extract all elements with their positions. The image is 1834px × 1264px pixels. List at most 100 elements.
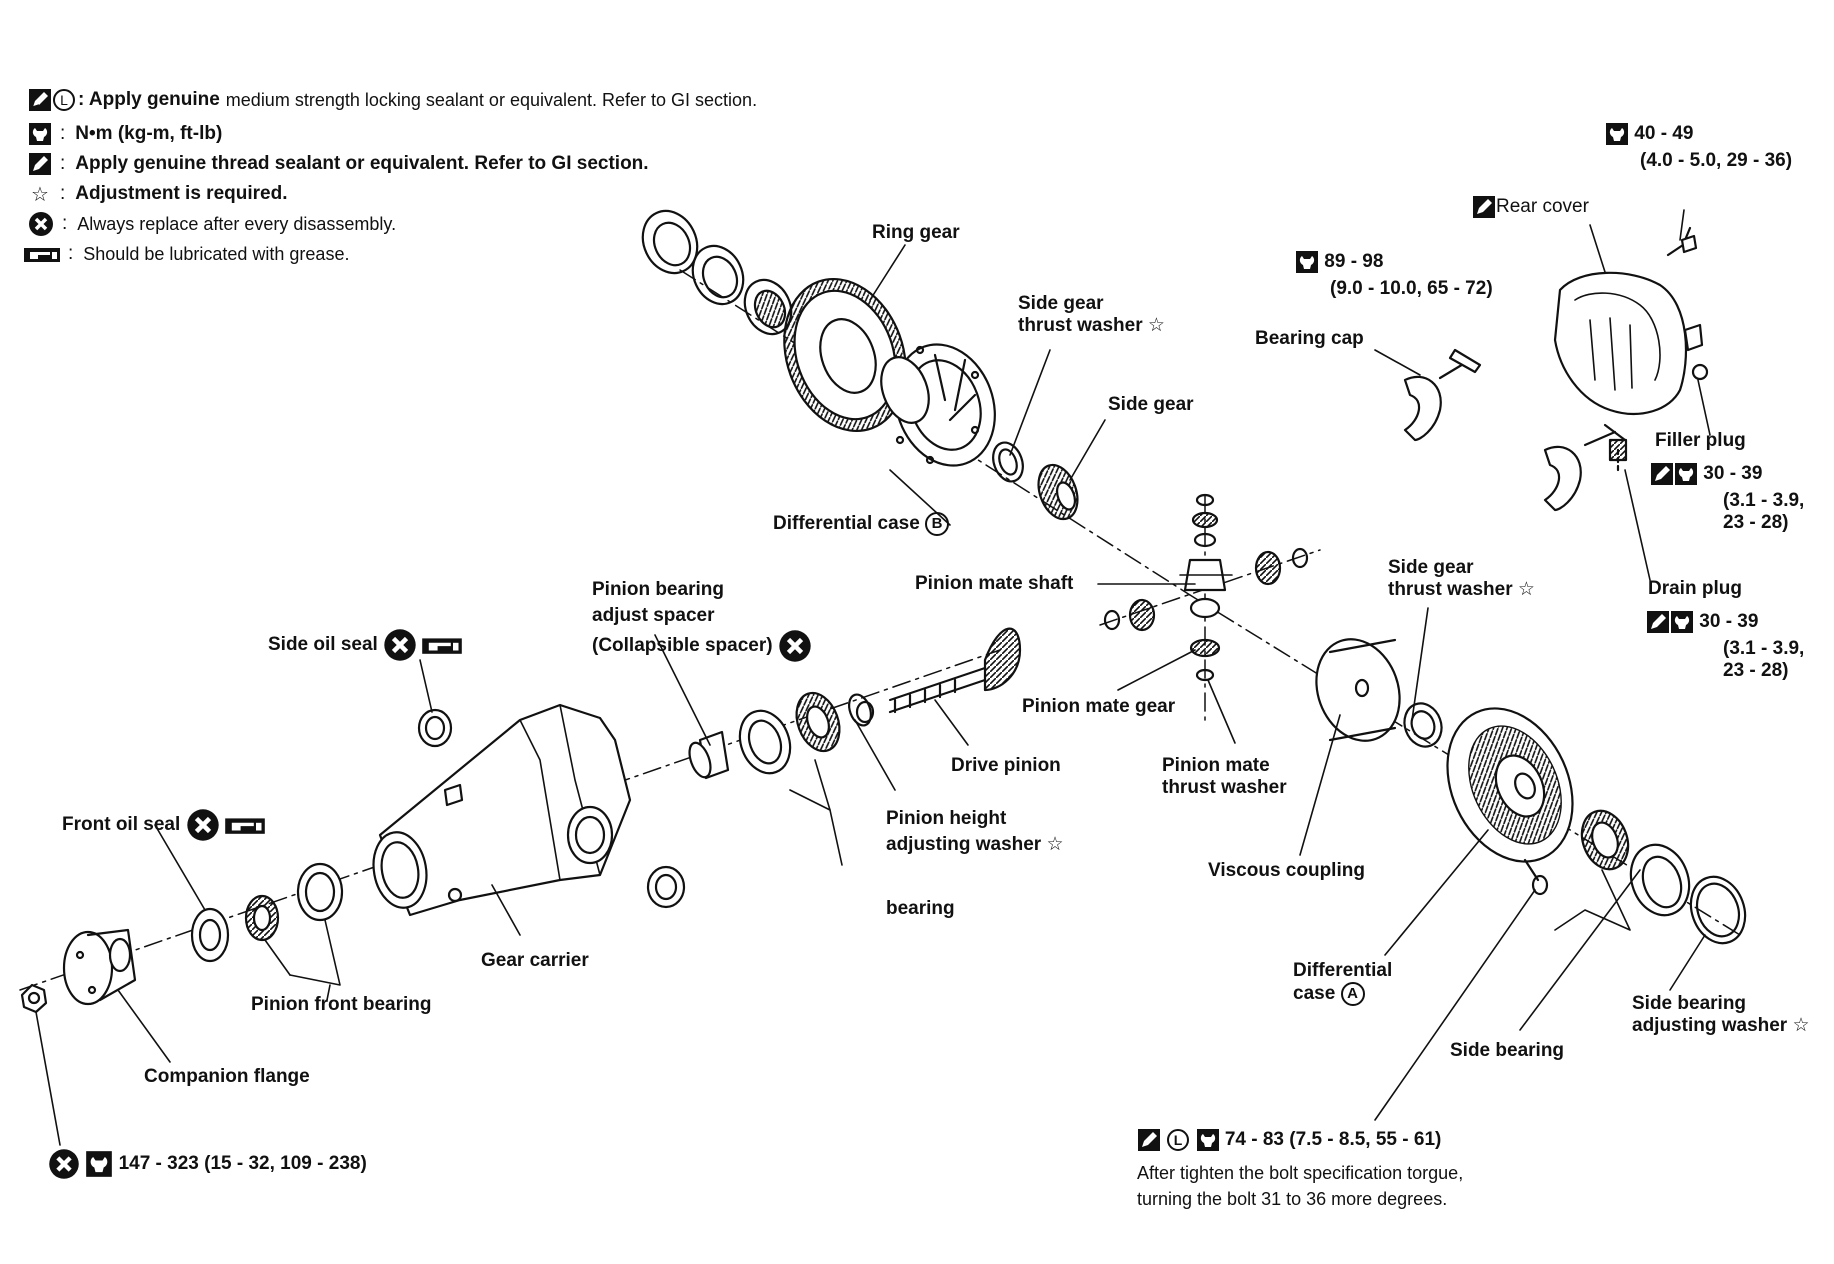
torque-bearing-cap: 89 - 98 — [1295, 250, 1383, 274]
replace-x-icon — [186, 809, 219, 841]
ring-bearing-roller — [743, 278, 793, 336]
circle-b-icon: B — [925, 512, 950, 536]
label-side-gear: Side gear — [1108, 394, 1194, 415]
torque-wrench-icon — [1606, 123, 1628, 145]
torque-wrench-icon — [86, 1151, 113, 1177]
label-side-bearing: Side bearing — [1450, 1040, 1565, 1061]
label-drain-plug: Drain plug — [1648, 578, 1742, 599]
label-side-oil-seal: Side oil seal — [268, 628, 463, 662]
label-bearing-cap: Bearing cap — [1255, 328, 1364, 349]
ring-bearing-outer-race — [641, 209, 699, 275]
torque-rear-cover: 40 - 49 — [1605, 122, 1693, 146]
torque-drain-plug-values: (3.1 - 3.9, 23 - 28) — [1723, 638, 1805, 681]
legend-thread-text: Apply genuine thread sealant or equivale… — [75, 153, 649, 174]
gear-carrier — [372, 703, 632, 917]
legend-locking-lead: : Apply genuine — [78, 89, 220, 110]
side-bearing-adjusting-washer — [1689, 875, 1747, 945]
drive-pinion — [855, 627, 1022, 724]
torque-wrench-icon — [1296, 251, 1318, 273]
label-companion-flange: Companion flange — [144, 1066, 310, 1087]
bearing-cap-upper — [1403, 348, 1482, 442]
label-pinion-height-adjusting-washer: Pinion height adjusting washer ☆ — [886, 808, 1064, 855]
side-gear-thrust-washer-top — [992, 441, 1024, 483]
grease-icon — [225, 818, 265, 834]
pinion-front-race — [296, 862, 344, 922]
legend-replace-text: Always replace after every disassembly. — [77, 213, 397, 234]
pinion-front-bearing-roller — [244, 894, 280, 942]
legend-adjustment-text: Adjustment is required. — [75, 183, 288, 204]
collapsible-spacer — [688, 730, 730, 780]
torque-rear-cover-values: (4.0 - 5.0, 29 - 36) — [1640, 150, 1793, 171]
legend-locking-sealant: L : Apply genuine medium strength lockin… — [28, 86, 757, 114]
grease-icon — [24, 248, 60, 262]
legend-replace: : Always replace after every disassembly… — [28, 210, 396, 238]
pinion-rear-bearing — [795, 691, 841, 753]
bearing-cap-lower — [1543, 423, 1627, 512]
sealant-icon — [1138, 1129, 1160, 1151]
side-oil-seal-right — [646, 865, 686, 909]
label-viscous-coupling: Viscous coupling — [1208, 860, 1365, 881]
label-side-gear-thrust-washer-right: Side gear thrust washer ☆ — [1388, 557, 1535, 600]
differential-case-a — [1446, 707, 1574, 896]
pinion-nut — [20, 983, 48, 1014]
label-side-bearing-adjusting-washer: Side bearing adjusting washer ☆ — [1632, 993, 1810, 1036]
label-pinion-mate-thrust-washer: Pinion mate thrust washer — [1162, 755, 1287, 798]
label-gear-carrier: Gear carrier — [481, 950, 589, 971]
label-filler-plug: Filler plug — [1655, 430, 1746, 451]
legend-thread-sealant: : Apply genuine thread sealant or equiva… — [28, 150, 649, 178]
side-gear-thrust-washer-right — [1403, 702, 1443, 748]
companion-flange-part — [62, 928, 137, 1006]
pinion-mate-assembly — [1103, 493, 1309, 682]
front-oil-seal-part — [190, 907, 230, 963]
torque-ring-gear-bolt-note: After tighten the bolt specification tor… — [1137, 1163, 1464, 1209]
leader-lines — [35, 209, 1711, 1146]
side-bearing-roller — [1580, 809, 1630, 871]
torque-filler-plug: 30 - 39 — [1650, 462, 1762, 486]
svg-text:L: L — [1174, 1132, 1183, 1148]
sealant-icon — [1473, 196, 1495, 218]
legend-torque: : N•m (kg-m, ft-lb) — [28, 120, 222, 148]
label-pinion-bearing-adjust-spacer: Pinion bearing adjust spacer (Collapsibl… — [592, 577, 812, 663]
legend-adjustment: ☆ : Adjustment is required. — [28, 180, 287, 208]
star-icon: ☆ — [31, 183, 49, 206]
sealant-icon — [29, 89, 51, 111]
legend-torque-text: N•m (kg-m, ft-lb) — [75, 123, 223, 144]
torque-wrench-icon — [1671, 611, 1693, 633]
label-bearing: bearing — [886, 898, 955, 919]
label-pinion-mate-gear: Pinion mate gear — [1022, 696, 1176, 717]
side-bearing-race — [1629, 843, 1691, 917]
label-differential-case-a: Differential case A — [1293, 960, 1393, 1006]
circle-l-icon: L — [53, 89, 75, 111]
replace-x-icon — [29, 212, 53, 236]
side-gear-top — [1037, 463, 1079, 521]
torque-drive-pinion-nut: 147 - 323 (15 - 32, 109 - 238) — [48, 1148, 367, 1180]
differential-case-b — [880, 343, 996, 467]
label-front-oil-seal: Front oil seal — [62, 808, 265, 842]
viscous-coupling — [1315, 638, 1401, 742]
torque-filler-plug-values: (3.1 - 3.9, 23 - 28) — [1723, 490, 1805, 533]
torque-wrench-icon — [1675, 463, 1697, 485]
label-ring-gear: Ring gear — [872, 222, 960, 243]
replace-x-icon — [384, 629, 416, 661]
torque-ring-gear-bolt: L 74 - 83 (7.5 - 8.5, 55 - 61) — [1137, 1128, 1441, 1152]
sealant-icon — [1651, 463, 1673, 485]
svg-text:L: L — [60, 92, 68, 108]
label-pinion-mate-shaft: Pinion mate shaft — [915, 573, 1074, 594]
legend-locking-rest: medium strength locking sealant or equiv… — [225, 89, 758, 110]
ring-gear — [783, 277, 907, 433]
rear-cover — [1553, 226, 1709, 472]
sealant-icon — [29, 153, 51, 175]
label-differential-case-b: Differential case B — [773, 512, 950, 536]
replace-x-icon — [49, 1149, 79, 1179]
circle-l-icon: L — [1167, 1129, 1190, 1151]
ring-bearing-race-2 — [691, 244, 745, 306]
circle-a-icon: A — [1340, 982, 1365, 1006]
grease-icon — [422, 638, 463, 654]
legend-grease: : Should be lubricated with grease. — [24, 240, 349, 268]
label-rear-cover: Rear cover — [1472, 195, 1589, 219]
label-pinion-front-bearing: Pinion front bearing — [251, 994, 432, 1015]
legend-grease-text: Should be lubricated with grease. — [83, 243, 350, 264]
torque-drain-plug: 30 - 39 — [1646, 610, 1758, 634]
label-drive-pinion: Drive pinion — [951, 755, 1061, 776]
side-oil-seal-left — [417, 708, 453, 748]
